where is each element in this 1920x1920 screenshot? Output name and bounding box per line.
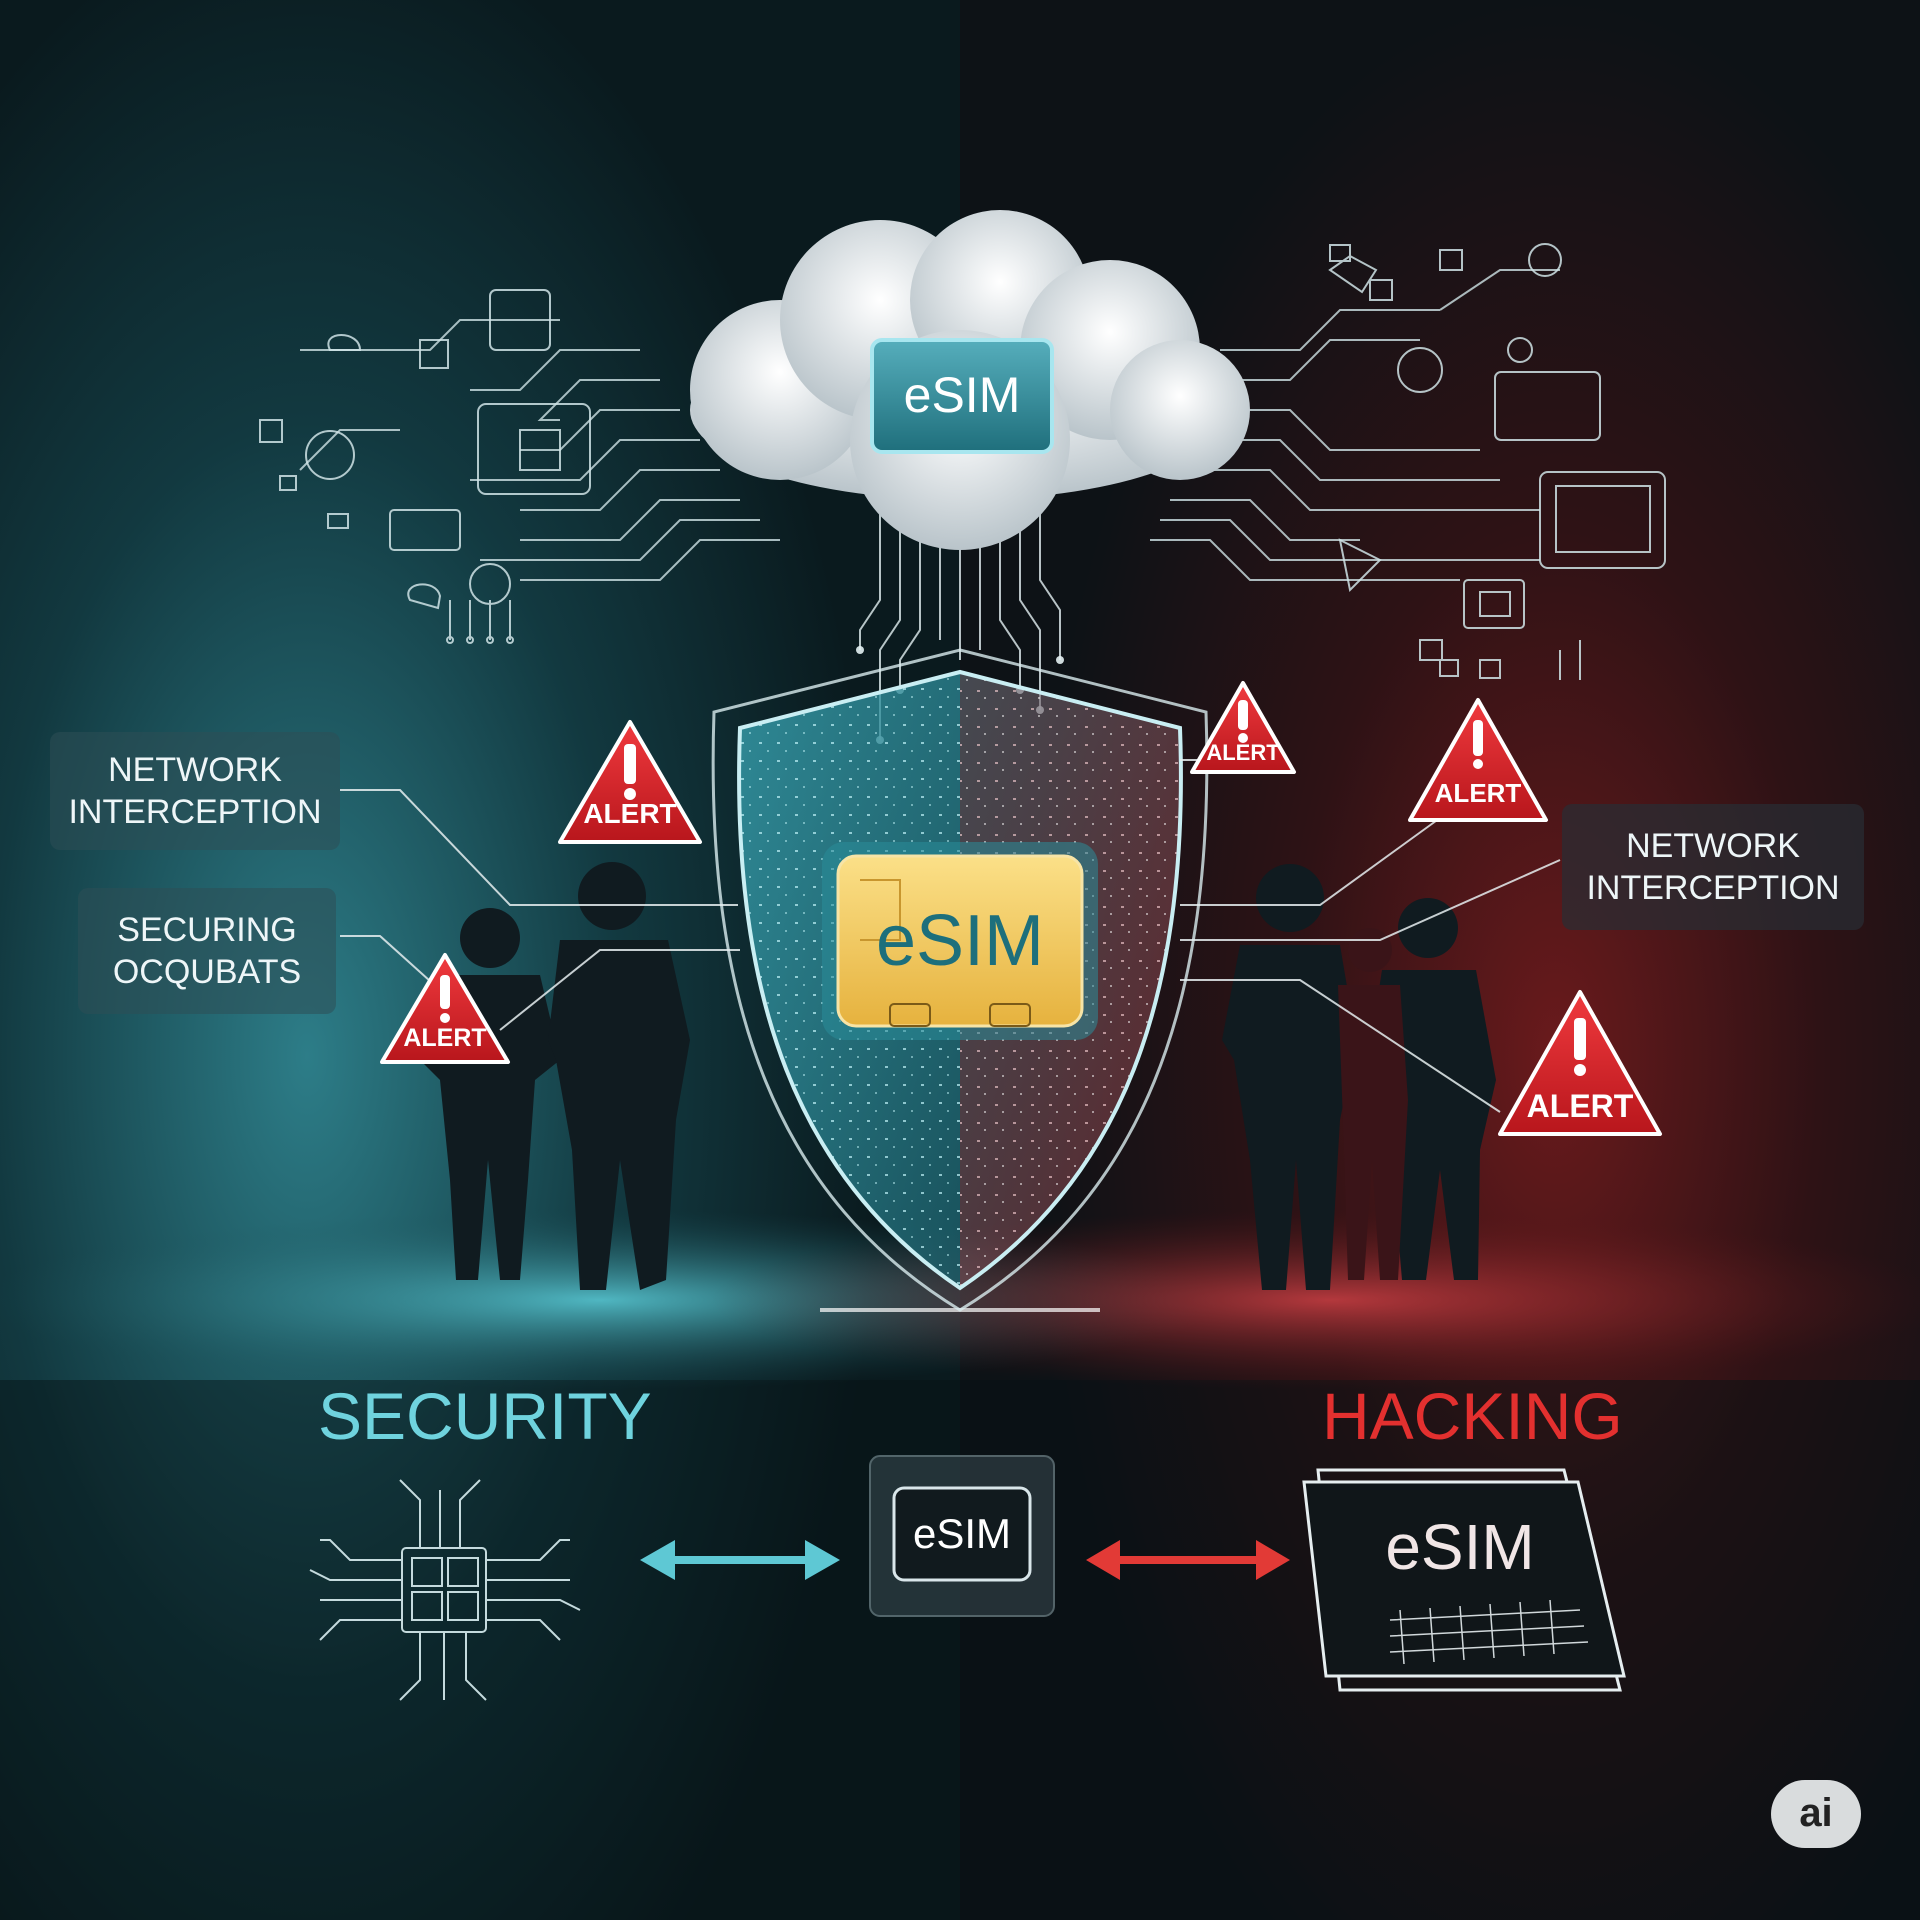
label-line: INTERCEPTION — [68, 793, 322, 831]
tablet-esim-label: eSIM — [1385, 1511, 1535, 1583]
shield-chip-label: eSIM — [875, 901, 1045, 981]
securing-label: SECURING OCQUBATS — [78, 888, 336, 1014]
network-interception-label-left: NETWORK INTERCEPTION — [50, 732, 340, 850]
label-line: NETWORK — [1626, 827, 1800, 865]
network-interception-label-right: NETWORK INTERCEPTION — [1562, 804, 1864, 930]
cloud-esim-label: eSIM — [903, 367, 1021, 423]
label-line: SECURING — [117, 911, 297, 949]
label-line: INTERCEPTION — [1586, 869, 1840, 907]
center-esim-card-label: eSIM — [912, 1510, 1012, 1557]
label-line: NETWORK — [108, 751, 282, 789]
label-line: OCQUBATS — [112, 953, 302, 991]
ai-badge: ai — [1771, 1780, 1861, 1848]
alert-label: ALERT — [1206, 740, 1280, 765]
alert-label: ALERT — [583, 798, 677, 829]
alert-label: ALERT — [1526, 1088, 1634, 1124]
hacking-title: HACKING — [1322, 1379, 1623, 1453]
alert-label: ALERT — [1434, 778, 1522, 808]
alert-label: ALERT — [403, 1024, 487, 1052]
security-title: SECURITY — [318, 1379, 652, 1453]
